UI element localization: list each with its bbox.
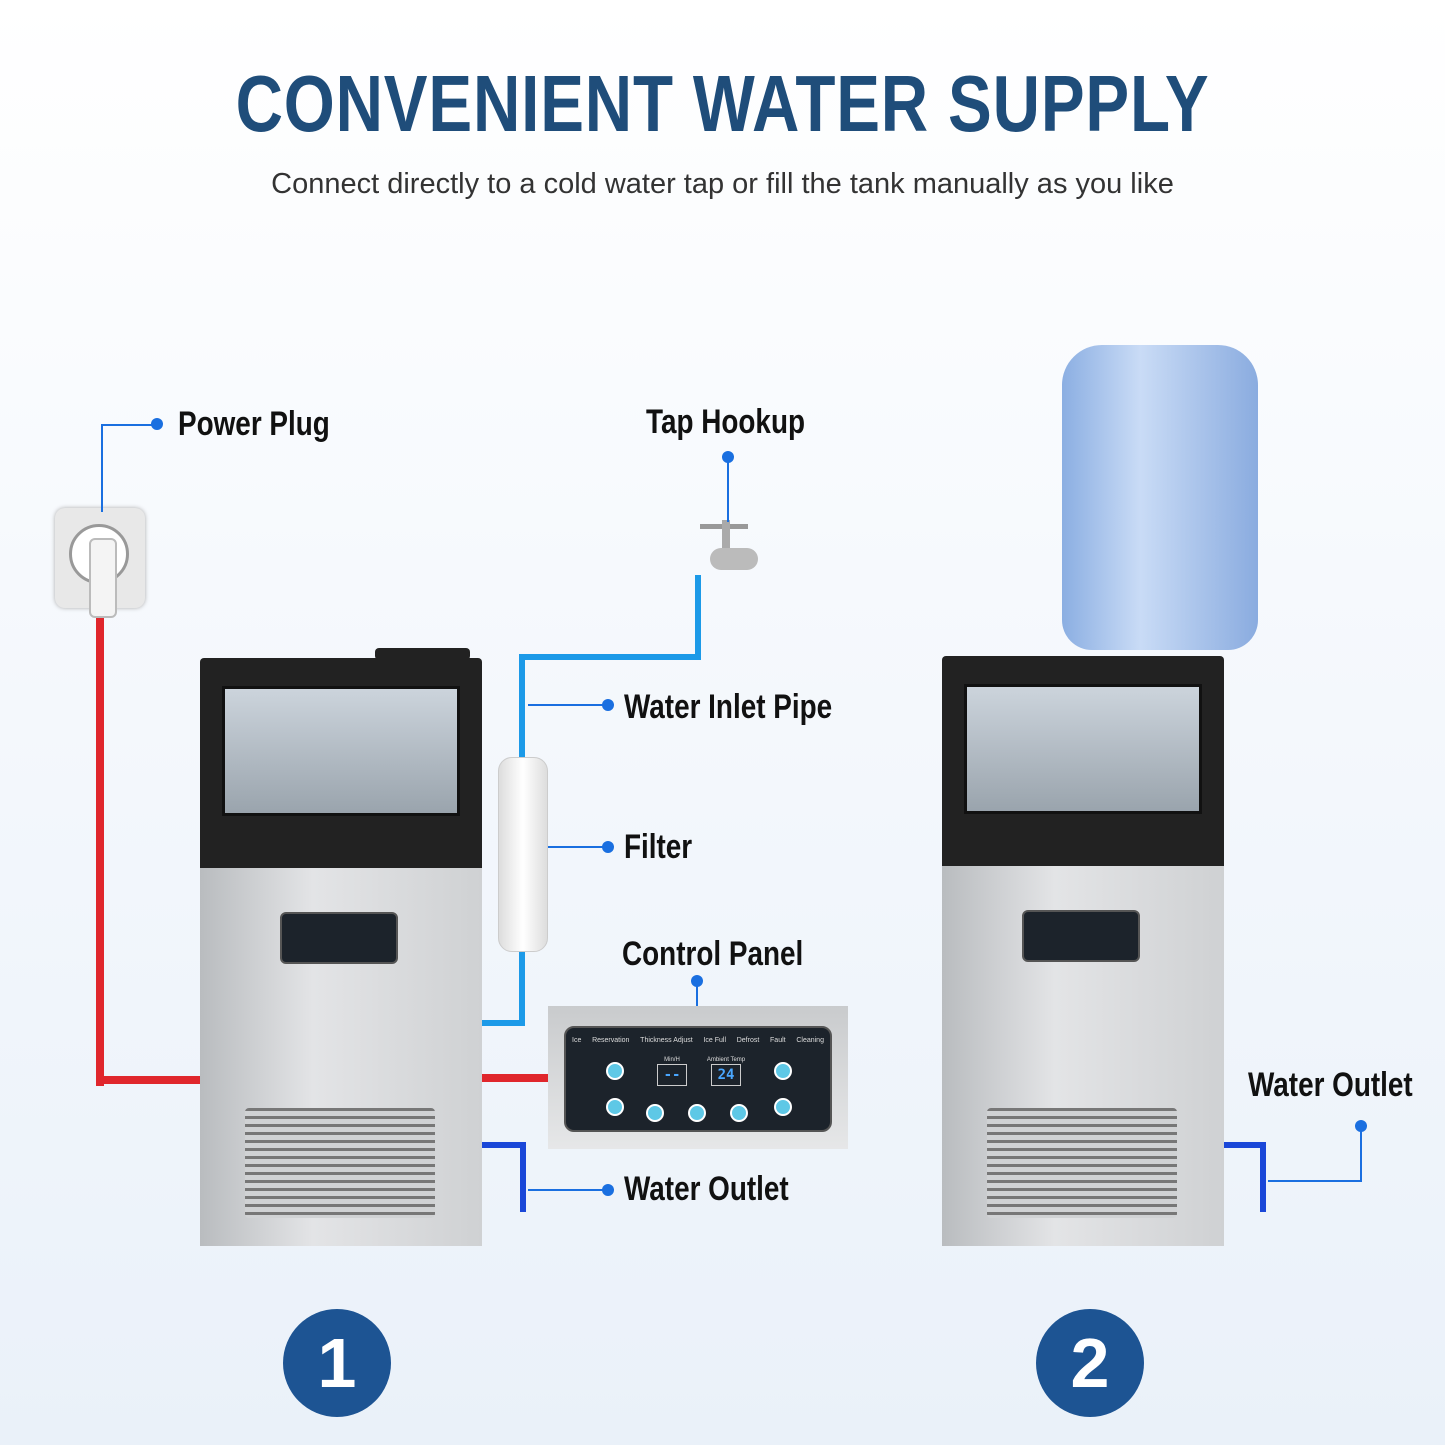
water-bottle-icon: [1062, 345, 1258, 650]
outlet-pipe: [1260, 1142, 1266, 1212]
indicator-fault: Fault: [770, 1037, 786, 1044]
panel-button[interactable]: [606, 1062, 624, 1080]
water-inlet-pipe-label: Water Inlet Pipe: [624, 688, 833, 726]
indicator-ice-full: Ice Full: [703, 1037, 726, 1044]
callout-dot: [602, 1184, 614, 1196]
outlet-pipe: [482, 1142, 526, 1148]
power-plug-label: Power Plug: [178, 405, 330, 443]
indicator-ice: Ice: [572, 1037, 582, 1044]
indicator-reservation: Reservation: [592, 1037, 630, 1044]
outlet-pipe: [520, 1142, 526, 1212]
display-left-group: Min/H --: [648, 1056, 696, 1086]
display-right-label: Ambient Temp: [706, 1057, 746, 1063]
panel-button[interactable]: [606, 1098, 624, 1116]
leader-line: [528, 1189, 608, 1191]
indicator-thickness: Thickness Adjust: [640, 1037, 693, 1044]
leader-line: [1268, 1180, 1362, 1182]
power-cord: [482, 1074, 550, 1082]
power-socket-icon: [55, 508, 145, 618]
filter-icon: [498, 757, 548, 952]
display-left: --: [657, 1064, 687, 1086]
leader-line: [1360, 1126, 1362, 1182]
outlet-pipe: [1224, 1142, 1266, 1148]
tap-hookup-label: Tap Hookup: [646, 403, 806, 441]
plus-button[interactable]: [774, 1062, 792, 1080]
power-cord: [96, 1076, 200, 1084]
leader-line: [101, 424, 156, 426]
water-outlet-label-2: Water Outlet: [1248, 1066, 1413, 1104]
filter-label: Filter: [624, 828, 693, 866]
callout-dot: [602, 841, 614, 853]
leader-line: [101, 424, 103, 512]
callout-dot: [1355, 1120, 1367, 1132]
tap-icon: [700, 520, 758, 580]
water-outlet-label-1: Water Outlet: [624, 1170, 789, 1208]
inlet-pipe: [482, 1020, 525, 1026]
callout-dot: [602, 699, 614, 711]
minus-button[interactable]: [774, 1098, 792, 1116]
display-right: 24: [711, 1064, 741, 1086]
control-panel-label: Control Panel: [622, 935, 804, 973]
indicator-defrost: Defrost: [736, 1037, 760, 1044]
inlet-pipe: [695, 575, 701, 660]
page-subtitle: Connect directly to a cold water tap or …: [271, 168, 1174, 200]
indicator-cleaning: Cleaning: [796, 1037, 824, 1044]
leader-line: [528, 704, 608, 706]
inlet-pipe: [519, 654, 701, 660]
panel-button[interactable]: [688, 1104, 706, 1122]
callout-dot: [151, 418, 163, 430]
control-panel-closeup: Ice Reservation Thickness Adjust Ice Ful…: [548, 1006, 848, 1149]
display-left-label: Min/H: [664, 1057, 680, 1063]
power-button-icon[interactable]: [646, 1104, 664, 1122]
power-cord: [96, 618, 104, 1086]
panel-button[interactable]: [730, 1104, 748, 1122]
leader-line: [696, 980, 698, 1006]
ice-maker-1: [200, 648, 482, 1246]
leader-line: [548, 846, 608, 848]
option-badge-1: 1: [283, 1309, 391, 1417]
leader-line: [727, 456, 729, 522]
ice-maker-2: [942, 656, 1224, 1246]
page-title: CONVENIENT WATER SUPPLY: [235, 59, 1210, 148]
callout-dot: [691, 975, 703, 987]
indicator-row: Ice Reservation Thickness Adjust Ice Ful…: [572, 1036, 824, 1045]
option-badge-2: 2: [1036, 1309, 1144, 1417]
display-right-group: Ambient Temp 24: [702, 1056, 750, 1086]
